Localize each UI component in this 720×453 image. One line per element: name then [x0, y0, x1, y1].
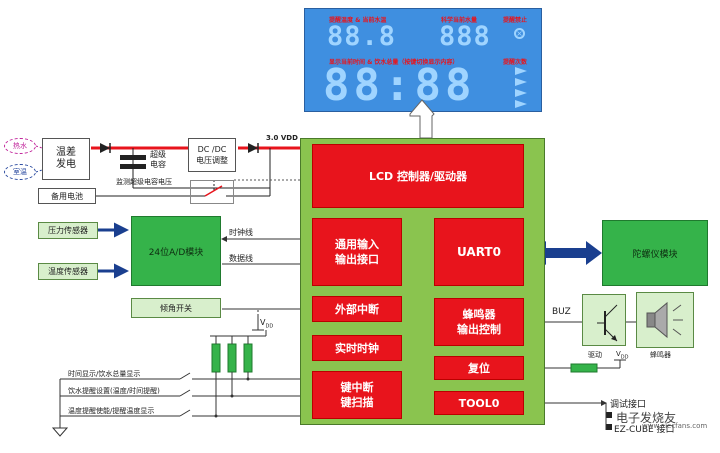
temperature-sensor: 温度传感器 [38, 263, 98, 280]
adc-module: 24位A/D模块 [131, 216, 221, 286]
switch-box [190, 180, 234, 204]
ext-int-block: 外部中断 [312, 296, 402, 322]
buzzer-box [636, 292, 694, 348]
rtc-label: 实时时钟 [335, 342, 379, 355]
clock-line-label: 时钟线 [229, 228, 253, 237]
reset-block: 复位 [434, 356, 524, 380]
gpio-label: 通用输入 输出接口 [335, 238, 379, 266]
vdd2-sub: DD [620, 354, 629, 361]
lcd-panel: 提醒温度 & 当前水温 科学当前水量 提醒禁止 88.8 888 × 显示当前时… [304, 8, 542, 112]
lcd-controller: LCD 控制器/驱动器 [312, 144, 524, 208]
uart-label: UART0 [457, 245, 501, 259]
driver-label: 驱动 [588, 351, 602, 359]
gyro-module-label: 陀螺仪模块 [632, 249, 678, 260]
lcd-controller-label: LCD 控制器/驱动器 [368, 170, 468, 183]
battery-block: 备用电池 [38, 188, 96, 204]
uart-block: UART0 [434, 218, 524, 286]
vdd-pullup-label: VDD [260, 318, 274, 330]
data-line-label: 数据线 [229, 254, 253, 263]
dcdc-label: DC /DC 电压调整 [196, 145, 228, 165]
rtc-block: 实时时钟 [312, 335, 402, 361]
vdd-pullup-sub: DD [265, 323, 274, 330]
thermo-generator: 温差 发电 [42, 138, 90, 180]
vdd-label: 3.0 VDD [266, 134, 298, 142]
alarm-off-icon: × [514, 28, 525, 39]
driver-transistor [582, 294, 626, 346]
lcd-digits-water: 888 [439, 21, 491, 52]
lcd-label-count: 提醒次数 [503, 59, 528, 66]
buz-label: BUZ [552, 307, 571, 317]
room-temp-label: 室温 [13, 168, 27, 176]
dcdc-block: DC /DC 电压调整 [188, 138, 236, 172]
tool-label: TOOL0 [458, 396, 500, 410]
battery-label: 备用电池 [51, 191, 83, 201]
key-int-label: 键中断 键扫描 [340, 381, 374, 409]
thermo-generator-label: 温差 发电 [56, 147, 76, 170]
watermark-url: www.elecfans.com [642, 422, 708, 430]
buzzer-label: 蜂鸣器 [650, 351, 671, 359]
ext-int-label: 外部中断 [335, 303, 379, 316]
tilt-switch: 倾角开关 [131, 298, 221, 318]
lcd-count-bars [515, 67, 527, 108]
adc-module-label: 24位A/D模块 [148, 247, 204, 258]
lcd-label-temp: 提醒温度 & 当前水温 [329, 17, 387, 24]
vdd2-label: VDD [616, 350, 629, 361]
pressure-sensor: 压力传感器 [38, 222, 98, 239]
temperature-sensor-label: 温度传感器 [48, 267, 88, 276]
hot-water-label: 热水 [13, 142, 27, 150]
speaker-icon [646, 301, 683, 339]
lcd-label-alarm: 提醒禁止 [503, 17, 528, 24]
gyro-module: 陀螺仪模块 [602, 220, 708, 286]
tilt-switch-label: 倾角开关 [160, 303, 192, 313]
lcd-label-water: 科学当前水量 [441, 17, 478, 24]
room-temp-oval: 室温 [4, 164, 36, 180]
lcd-digits-time: 88:88 [323, 60, 476, 111]
debug-label: 调试接口 [610, 400, 647, 410]
pressure-sensor-label: 压力传感器 [48, 226, 88, 235]
watermark-label: 电子发烧友 [616, 411, 677, 425]
monitor-label: 监测超级电容电压 [116, 178, 172, 186]
key-label-1: 时间显示/饮水总量显示 [68, 370, 141, 378]
reset-label: 复位 [468, 362, 490, 375]
gpio-block: 通用输入 输出接口 [312, 218, 402, 286]
key-int-block: 键中断 键扫描 [312, 371, 402, 419]
ezcube-label: EZ-CUBE 接口 [614, 425, 675, 435]
tool-block: TOOL0 [434, 391, 524, 415]
heat-links [35, 145, 43, 173]
key-label-3: 温度提醒使能/提醒温度显示 [68, 407, 155, 415]
buzzer-ctrl-block: 蜂鸣器 输出控制 [434, 298, 524, 346]
hot-water-oval: 热水 [4, 138, 36, 154]
lcd-label-time: 显示当前时间 & 饮水总量（按键切换显示内容） [329, 59, 459, 66]
key-label-2: 饮水提醒设置(温度/时间提醒) [68, 387, 160, 395]
supercap-label: 超级 电容 [150, 150, 166, 169]
buzzer-ctrl-label: 蜂鸣器 输出控制 [457, 308, 501, 336]
lcd-digits-temp: 88.8 [327, 21, 397, 52]
transistor-icon [597, 304, 618, 342]
